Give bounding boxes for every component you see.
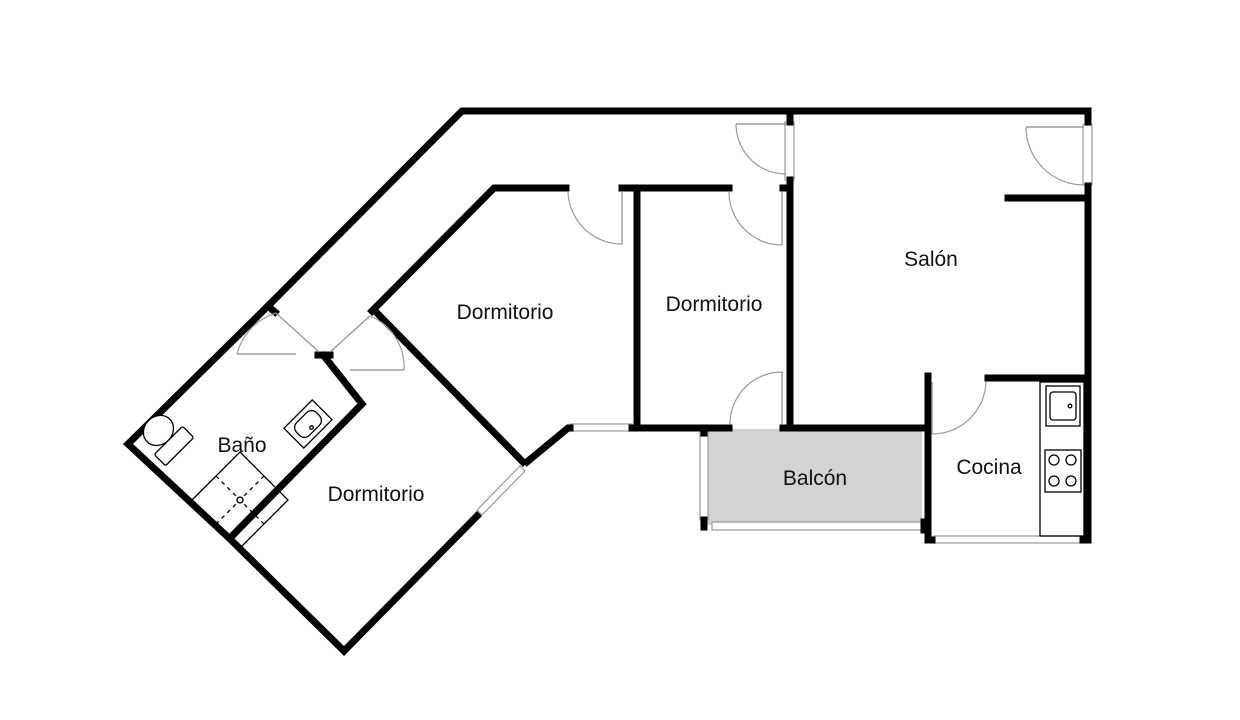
bath-wall-top: [263, 301, 280, 317]
toilet-icon: [142, 414, 194, 466]
window-icon: [699, 431, 709, 521]
door-swing-icon: [728, 191, 783, 246]
kitchen-counter: [1039, 381, 1085, 537]
bedroom-diagonal-wall-2: [522, 424, 574, 467]
room-label-balcon: Balcón: [783, 467, 847, 490]
room-label-dormitorio-lower: Dormitorio: [328, 483, 425, 506]
bathroom-fixtures: [142, 399, 333, 549]
doors: [236, 123, 1085, 435]
window-icon: [569, 423, 633, 432]
outer-wall-north: [263, 107, 1092, 311]
door-swing-icon: [735, 123, 787, 175]
room-label-cocina: Cocina: [956, 456, 1022, 479]
walls: [122, 107, 1092, 656]
shower-icon: [191, 451, 289, 549]
corridor-wall: [367, 184, 570, 316]
window-icon: [933, 535, 1083, 544]
room-label-bano: Baño: [217, 434, 266, 457]
sink-icon: [283, 399, 333, 449]
outer-wall-southwest: [122, 301, 482, 656]
room-label-dormitorio-center: Dormitorio: [457, 301, 554, 324]
balcony-area: [706, 429, 922, 525]
sink-icon: [1045, 385, 1081, 427]
window-icon: [711, 521, 923, 531]
door-swing-icon: [329, 315, 405, 371]
door-swing-icon: [931, 381, 987, 435]
door-swing-icon: [1025, 126, 1085, 186]
room-label-salon: Salón: [904, 248, 958, 271]
bath-east-wall: [228, 351, 367, 540]
window-icon: [476, 465, 526, 516]
door-swing-icon: [236, 312, 320, 355]
bedroom-diagonal-wall: [371, 307, 528, 467]
window-icon: [1082, 124, 1093, 186]
windows: [476, 121, 1093, 544]
room-label-dormitorio-right: Dormitorio: [666, 293, 763, 316]
door-swing-icon: [729, 371, 783, 425]
window-icon: [784, 121, 795, 181]
door-swing-icon: [567, 191, 623, 245]
kitchen-fixtures: [1039, 381, 1085, 537]
cooktop-icon: [1044, 449, 1082, 493]
